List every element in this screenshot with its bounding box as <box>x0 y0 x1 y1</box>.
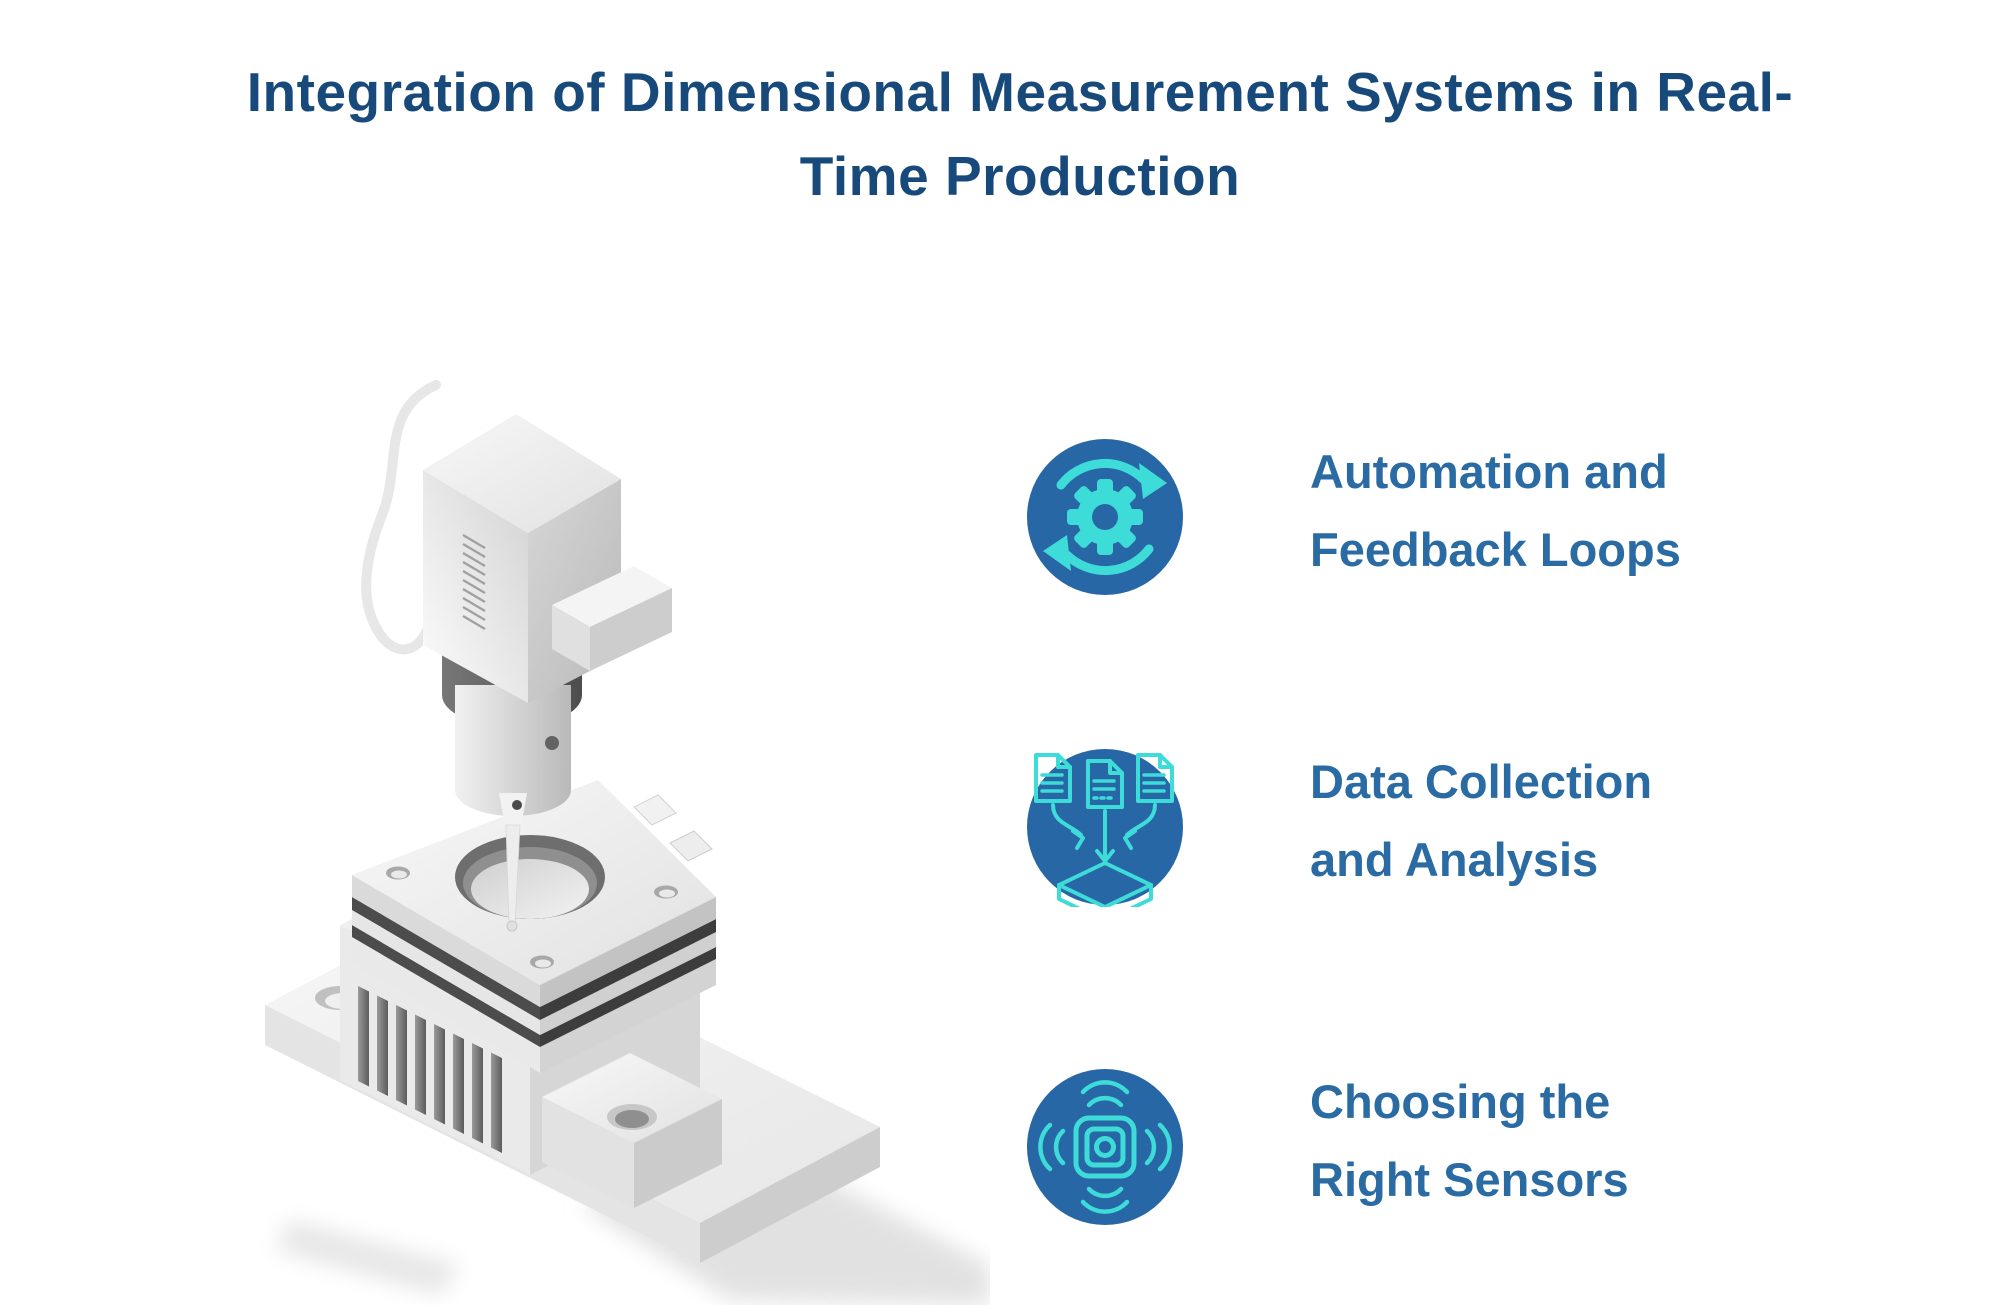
signal-waves <box>1038 1080 1172 1214</box>
item-row-data-collection: Data Collection and Analysis <box>1025 747 1652 907</box>
machine-fixture-plate <box>352 780 716 1073</box>
machine-side-bracket <box>552 566 672 671</box>
page-title-line1: Integration of Dimensional Measurement S… <box>246 61 1794 123</box>
sensor-body <box>1073 1115 1137 1179</box>
collection-box-icon <box>1057 861 1153 907</box>
machine-vents <box>462 534 486 630</box>
machine-cable <box>361 380 441 655</box>
machine-fins <box>358 986 502 1153</box>
machine-end-block <box>542 1053 722 1208</box>
item-row-sensors: Choosing the Right Sensors <box>1025 1067 1629 1227</box>
item-label-line1: Automation and <box>1310 445 1668 498</box>
item-row-automation: Automation and Feedback Loops <box>1025 437 1681 597</box>
machine-illustration <box>265 380 990 1305</box>
machine-screw-holes <box>386 866 678 969</box>
automation-feedback-icon <box>1027 439 1183 595</box>
cycle-arrows-icon <box>1043 458 1167 576</box>
item-label-line2: Right Sensors <box>1310 1153 1629 1206</box>
flow-arrows <box>1051 803 1157 863</box>
item-label: Choosing the Right Sensors <box>1310 1063 1629 1219</box>
icon-badge-circle <box>1027 1069 1183 1225</box>
page-title-line2: Time Production <box>799 145 1241 207</box>
item-label-line2: Feedback Loops <box>1310 523 1681 576</box>
document-icons <box>1034 753 1174 809</box>
machine-sensor-head <box>361 380 672 703</box>
item-label-line1: Data Collection <box>1310 755 1653 808</box>
item-label: Automation and Feedback Loops <box>1310 433 1681 589</box>
item-label-line2: and Analysis <box>1310 833 1599 886</box>
sensor-waves-icon <box>1027 1069 1183 1225</box>
page-title: Integration of Dimensional Measurement S… <box>60 50 1980 218</box>
item-label: Data Collection and Analysis <box>1310 743 1652 899</box>
data-collection-icon <box>1027 749 1183 907</box>
gear-icon <box>1067 479 1143 555</box>
item-label-line1: Choosing the <box>1310 1075 1611 1128</box>
